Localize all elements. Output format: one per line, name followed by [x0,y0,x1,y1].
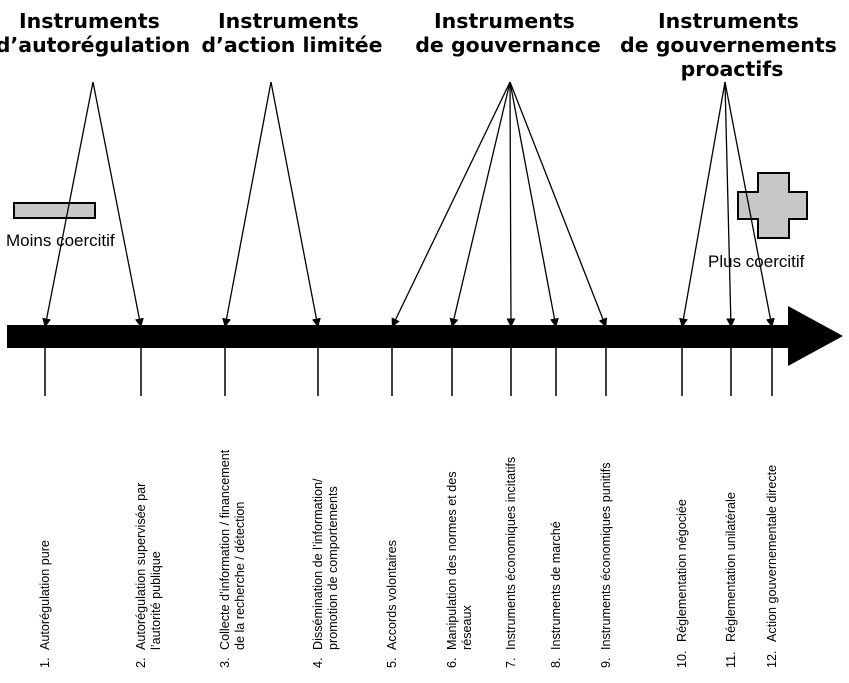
connector-arrow [92,81,144,328]
item-text-line: l’autorité publique [149,551,163,650]
item-number: 6. [445,657,459,668]
group-title-gouvernements-proactifs: Instruments de gouvernements proactifs [620,9,844,81]
group-title-line: de gouvernements [620,33,837,57]
item-label: 11. Réglementation unilatérale [724,492,738,668]
item-text-line: Autorégulation supervisée par [134,483,148,650]
group-title-line: Instruments [434,9,575,33]
item-label: 12. Action gouvernementale directe [765,465,779,668]
item-text-line: de la recherche / détection [233,502,247,650]
item-number: 11. [724,651,738,668]
item-label: 4. Dissémination de l’information/promoti… [311,478,340,668]
item-label: 10. Réglementation négociée [675,499,689,668]
group-title-line: d’autorégulation [0,33,190,57]
item-text-line: Instruments de marché [549,521,563,650]
more-coercive-cross-icon [737,172,808,239]
connector-arrow [391,81,511,328]
group-title-autoregulation: Instruments d’autorégulation [0,9,190,57]
item-number: 7. [504,657,518,668]
connector-arrow [222,81,272,328]
item-number: 3. [218,657,232,668]
item-text-line: Réglementation négociée [675,499,689,642]
item-label: 5. Accords volontaires [385,540,399,668]
item-text-line: Réglementation unilatérale [724,492,738,642]
item-text-line: Dissémination de l’information/ [311,478,325,650]
connector-arrow [42,81,94,328]
more-coercive-label: Plus coercitif [708,252,805,271]
less-coercive-label: Moins coercitif [6,231,115,250]
item-number: 9. [599,657,613,668]
group-title-line: proactifs [681,57,784,81]
group-title-line: Instruments [218,9,359,33]
group-title-line: Instruments [658,9,799,33]
group-connectors [42,81,775,328]
connector-arrow [724,81,775,328]
connector-arrow [724,81,736,328]
item-number: 1. [38,657,52,668]
group-title-line: Instruments [19,9,160,33]
connector-arrow [679,81,726,328]
item-text-line: Instruments économiques punitifs [599,462,613,650]
item-number: 12. [765,650,779,668]
item-text-line: réseaux [460,604,474,650]
item-label: 7. Instruments économiques incitatifs [504,457,518,668]
coercion-scale-arrow [7,306,843,366]
group-titles: Instruments d’autorégulation Instruments… [0,9,844,81]
connector-arrow [509,81,608,328]
group-title-action-limitee: Instruments d’action limitée [201,9,382,57]
item-labels: 1. Autorégulation pure 2. Autorégulation su… [38,449,779,668]
group-title-line: de gouvernance [415,33,601,57]
connector-arrow [506,81,516,328]
item-number: 5. [385,657,399,668]
item-number: 4. [311,657,325,668]
item-text-line: Instruments économiques incitatifs [504,457,518,650]
item-text-line: promotion de comportements [326,486,340,650]
item-text-line: Accords volontaires [385,540,399,650]
connector-arrow [449,81,511,328]
item-label: 9. Instruments économiques punitifs [599,462,613,668]
group-title-line: d’action limitée [201,33,382,57]
group-title-gouvernance: Instruments de gouvernance [415,9,601,57]
connector-arrow [509,81,559,328]
connector-arrow [270,81,321,328]
item-text-line: Autorégulation pure [38,540,52,650]
item-text-line: Action gouvernementale directe [765,465,779,642]
item-ticks [44,348,773,396]
item-label: 1. Autorégulation pure [38,540,52,668]
item-text-line: Collecte d’information / financement [218,449,232,650]
less-coercive-rectangle-icon [13,202,96,219]
item-number: 10. [675,650,689,668]
item-number: 8. [549,657,563,668]
item-number: 2. [134,657,148,668]
item-label: 8. Instruments de marché [549,521,563,668]
item-text-line: Manipulation des normes et des [445,471,459,650]
